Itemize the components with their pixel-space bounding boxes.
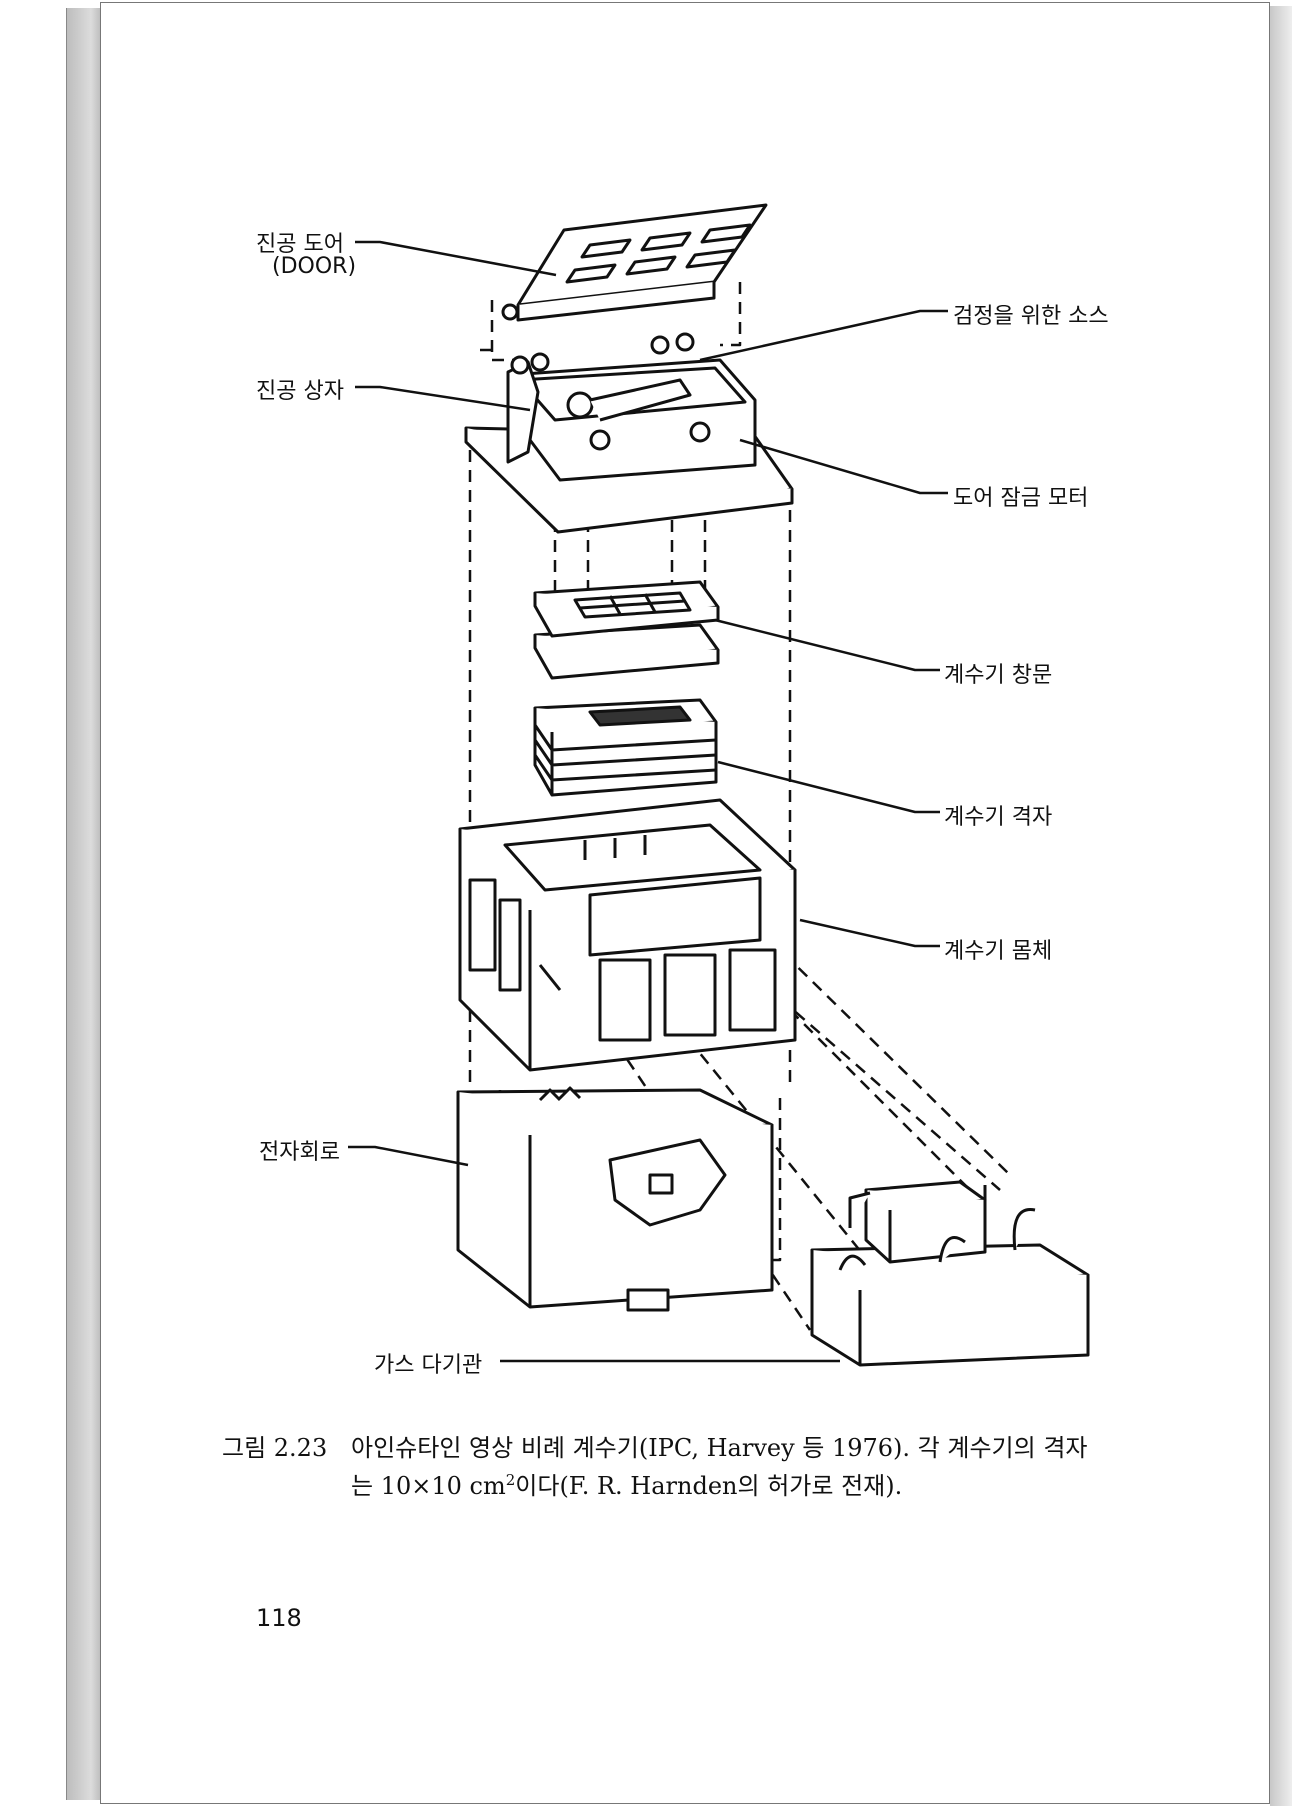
label-counter-window: 계수기 창문 <box>944 663 1053 688</box>
label-counter-grid: 계수기 격자 <box>944 805 1053 830</box>
label-vacuum-door: 진공 도어 <box>256 232 344 257</box>
leader-lines <box>348 240 948 1363</box>
caption-line-2-pre: 는 10×10 cm <box>351 1472 506 1500</box>
figure-number: 그림 2.23 <box>222 1434 328 1462</box>
label-counter-body: 계수기 몸체 <box>944 939 1053 964</box>
gas-manifold <box>810 1180 1090 1367</box>
label-vacuum-door-en: (DOOR) <box>272 254 357 279</box>
label-vacuum-box: 진공 상자 <box>256 379 344 404</box>
label-calibration-source: 검정을 위한 소스 <box>953 304 1109 329</box>
caption-line-2-post: 이다(F. R. Harnden의 허가로 전재). <box>515 1472 903 1500</box>
page-edge-shadow <box>1270 6 1292 1806</box>
label-gas-manifold: 가스 다기관 <box>374 1353 483 1378</box>
label-electronics: 전자회로 <box>259 1140 340 1165</box>
page-number: 118 <box>256 1604 302 1632</box>
electronics-box <box>456 1086 774 1312</box>
vacuum-box <box>464 332 794 534</box>
caption-superscript: 2 <box>505 1471 516 1489</box>
vacuum-door <box>501 203 768 322</box>
counter-window <box>533 580 720 680</box>
caption-line-1: 아인슈타인 영상 비례 계수기(IPC, Harvey 등 1976). 각 계… <box>351 1434 1088 1462</box>
counter-grid <box>533 698 718 797</box>
counter-body <box>458 798 797 1072</box>
caption-line-2: 는 10×10 cm2이다(F. R. Harnden의 허가로 전재). <box>351 1466 902 1501</box>
label-door-lock-motor: 도어 잠금 모터 <box>953 486 1089 511</box>
